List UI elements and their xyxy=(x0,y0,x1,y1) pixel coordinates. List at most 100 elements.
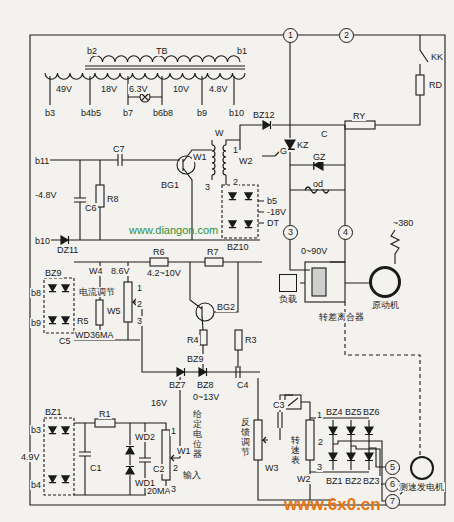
component-label: b6b8 xyxy=(152,108,174,118)
component-label: WD36MA xyxy=(74,330,115,340)
node-text: 2 xyxy=(344,30,349,40)
component-label: 16V xyxy=(150,398,168,408)
component-label: W1 xyxy=(192,152,208,162)
component-label: 2 xyxy=(232,177,239,187)
component-label: BZ3 xyxy=(362,476,381,486)
node-text: 原动机 xyxy=(368,300,402,310)
component-label: BZ1 xyxy=(44,407,63,417)
component-label: 给定电位器 xyxy=(192,410,203,459)
component-label: C5 xyxy=(58,336,72,346)
node-text: 6 xyxy=(390,479,395,489)
component-label: 1 xyxy=(170,426,177,436)
component-label: C1 xyxy=(89,463,103,473)
component-label: BZ5 xyxy=(344,407,363,417)
component-label: BZ10 xyxy=(226,242,250,252)
component-label: 转速表 xyxy=(290,436,301,466)
component-label: TB xyxy=(155,46,169,56)
component-label: -4.8V xyxy=(34,190,58,200)
component-label: b4b5 xyxy=(80,108,102,118)
terminal-circle: 1 xyxy=(283,28,298,43)
component-label: 2 xyxy=(317,437,324,447)
node-text: 1 xyxy=(288,30,293,40)
component-label: RY xyxy=(352,111,366,121)
component-label: WD2 xyxy=(134,432,156,442)
component-label: R8 xyxy=(106,194,120,204)
component-label: b9 xyxy=(196,108,208,118)
component-label: C6 xyxy=(84,203,98,213)
terminal-circle: 3 xyxy=(283,225,298,240)
node-text: 5 xyxy=(390,462,395,472)
node-text: 7 xyxy=(390,496,395,506)
component-label: 电流调节 xyxy=(78,287,116,297)
component-label: 反馈调节 xyxy=(240,418,251,458)
component-label: b8 xyxy=(30,288,42,298)
node-text: 3 xyxy=(288,227,293,237)
watermark: www.6x0.cn xyxy=(283,496,382,514)
component-label: R6 xyxy=(152,247,166,257)
component-label: -18V xyxy=(266,207,287,217)
component-label: BG2 xyxy=(216,302,236,312)
component-label: KZ xyxy=(296,140,310,150)
component-label: b3 xyxy=(44,108,56,118)
component-label: b2 xyxy=(86,46,98,56)
component-label: BZ9 xyxy=(44,268,63,278)
component-label: ~380 xyxy=(392,218,414,228)
load-frame xyxy=(279,274,297,292)
machine-circle: 原动机 xyxy=(368,266,402,310)
terminal-circle: 2 xyxy=(339,28,354,43)
component-label: 输入 xyxy=(182,470,202,480)
component-label: BZ1 xyxy=(325,476,344,486)
machine-ring xyxy=(410,456,434,480)
component-label: BZ4 xyxy=(325,407,344,417)
component-label: BG1 xyxy=(160,180,180,190)
component-label: 1 xyxy=(232,145,239,155)
component-label: DZ11 xyxy=(56,245,79,255)
component-label: 1 xyxy=(316,410,323,420)
component-label: 49V xyxy=(55,84,73,94)
terminal-circle: 7 xyxy=(385,494,400,509)
node-text: 负载 xyxy=(278,294,298,304)
component-label: 20MA xyxy=(146,486,172,496)
component-label: W3 xyxy=(264,463,280,473)
component-label: 3 xyxy=(316,462,323,472)
component-label: R3 xyxy=(244,335,258,345)
component-label: b4 xyxy=(30,480,42,490)
component-label: b9 xyxy=(30,318,42,328)
component-label: od xyxy=(312,179,324,189)
component-label: b10 xyxy=(228,108,245,118)
component-label: 3 xyxy=(204,182,211,192)
component-label: 3 xyxy=(136,316,143,326)
component-label: b1 xyxy=(236,46,248,56)
component-label: R7 xyxy=(206,247,220,257)
node-text: 4 xyxy=(343,227,348,237)
component-label: 6.3V xyxy=(128,84,149,94)
node-text: 测速发电机 xyxy=(398,482,445,492)
load-box: 负载 xyxy=(278,274,298,304)
component-label: BZ6 xyxy=(362,407,381,417)
component-label: W2 xyxy=(296,474,312,484)
terminal-circle: 5 xyxy=(385,460,400,475)
component-label: BZ12 xyxy=(252,110,276,120)
component-label: R1 xyxy=(98,409,112,419)
component-label: b3 xyxy=(30,425,42,435)
component-label: BZ9 xyxy=(186,354,205,364)
component-label: BZ7 xyxy=(168,380,187,390)
component-label: b7 xyxy=(122,108,134,118)
component-label: C3 xyxy=(272,400,286,410)
component-label: b10 xyxy=(34,236,51,246)
component-label: b5 xyxy=(266,196,278,206)
component-label: C7 xyxy=(112,144,126,154)
component-label: 2 xyxy=(172,463,179,473)
component-label: 10V xyxy=(172,84,190,94)
wire-connector xyxy=(400,492,403,494)
component-label: BZ2 xyxy=(344,476,363,486)
component-label: W5 xyxy=(106,306,122,316)
component-label: W1 xyxy=(176,446,192,456)
component-label: R5 xyxy=(76,316,90,326)
component-label: BZ8 xyxy=(196,380,215,390)
component-label: 3 xyxy=(170,484,177,494)
component-label: W2 xyxy=(238,156,254,166)
component-label: 8.6V xyxy=(110,266,131,276)
